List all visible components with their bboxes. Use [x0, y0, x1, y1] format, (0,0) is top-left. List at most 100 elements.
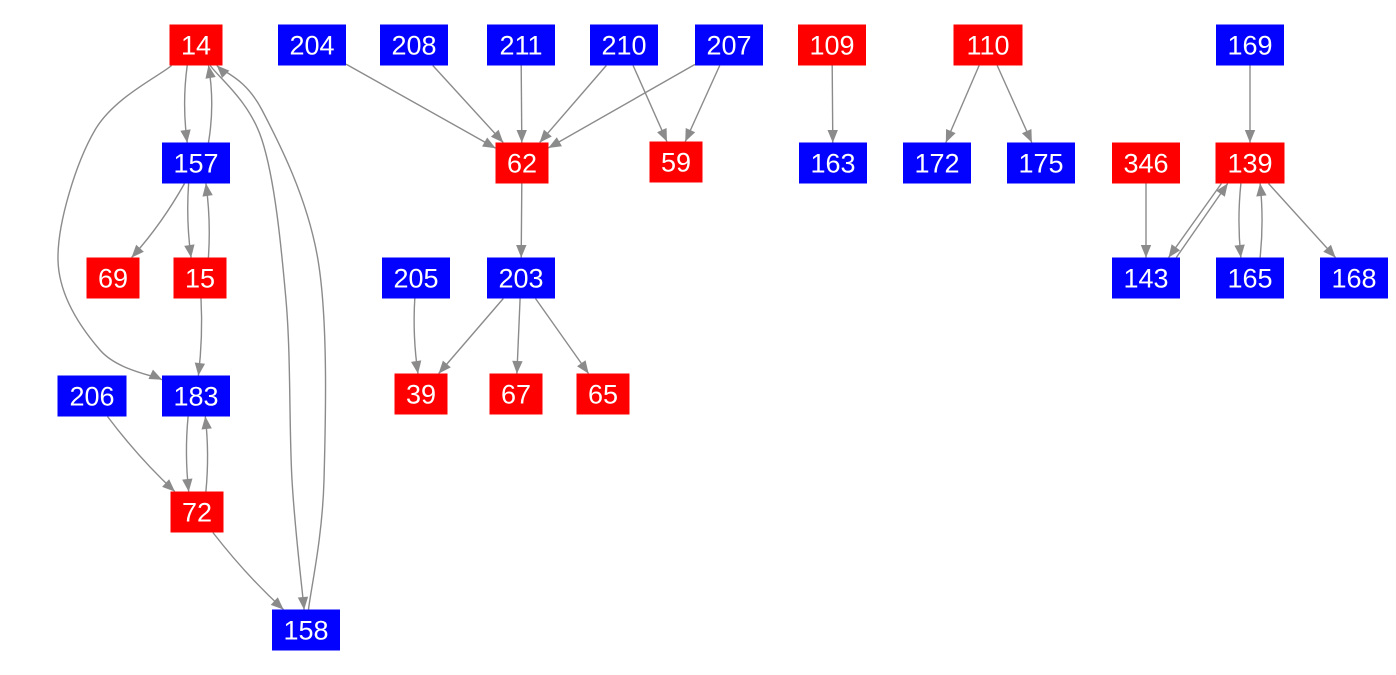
graph-node-15: 15 [173, 257, 227, 299]
edge-203-65 [534, 298, 590, 374]
node-box-208 [380, 24, 448, 66]
node-label-207: 207 [706, 31, 751, 61]
node-label-69: 69 [98, 264, 128, 294]
node-box-15 [173, 257, 227, 299]
edge-139-168 [1267, 183, 1337, 258]
graph-node-143: 143 [1112, 257, 1180, 299]
graph-node-172: 172 [903, 142, 971, 184]
graph-node-208: 208 [380, 24, 448, 66]
edge-109-163 [827, 65, 838, 143]
edge-139-165 [1234, 183, 1245, 258]
graph-node-203: 203 [487, 257, 555, 299]
edge-157-15 [184, 183, 195, 258]
edge-62-203 [516, 183, 527, 258]
edge-15-157 [202, 183, 213, 258]
node-label-210: 210 [601, 31, 646, 61]
node-label-205: 205 [393, 264, 438, 294]
edge-203-67 [512, 298, 523, 374]
graph-node-69: 69 [86, 257, 140, 299]
node-box-69 [86, 257, 140, 299]
node-box-204 [278, 24, 346, 66]
node-label-208: 208 [391, 31, 436, 61]
edge-15-183 [194, 298, 206, 376]
node-box-203 [487, 257, 555, 299]
node-label-59: 59 [661, 148, 691, 178]
node-label-72: 72 [182, 498, 212, 528]
node-label-62: 62 [507, 149, 537, 179]
graph-node-109: 109 [798, 24, 866, 66]
node-label-158: 158 [283, 616, 328, 646]
node-box-172 [903, 142, 971, 184]
edge-183-72 [182, 416, 193, 492]
graph-node-163: 163 [799, 142, 867, 184]
node-box-206 [57, 375, 127, 417]
node-label-157: 157 [173, 149, 218, 179]
graph-node-39: 39 [394, 373, 448, 415]
edge-158-14 [216, 64, 327, 610]
node-box-72 [170, 491, 224, 533]
node-box-165 [1216, 257, 1284, 299]
graph-node-158: 158 [272, 609, 340, 651]
node-label-346: 346 [1123, 149, 1168, 179]
node-box-14 [169, 24, 223, 66]
node-box-157 [162, 142, 230, 184]
node-label-175: 175 [1018, 149, 1063, 179]
node-label-172: 172 [914, 149, 959, 179]
node-label-211: 211 [499, 31, 542, 61]
edge-110-175 [996, 65, 1033, 143]
node-label-109: 109 [809, 31, 854, 61]
edge-207-62 [548, 63, 696, 149]
graph-node-110: 110 [953, 24, 1023, 66]
graph-node-67: 67 [489, 373, 543, 415]
edge-203-39 [438, 298, 504, 374]
edge-110-172 [945, 65, 980, 143]
graph-node-139: 139 [1215, 142, 1285, 184]
graph-node-14: 14 [169, 24, 223, 66]
edge-206-72 [106, 416, 176, 493]
node-label-165: 165 [1227, 264, 1272, 294]
graph-node-210: 210 [590, 24, 658, 66]
node-box-62 [495, 142, 549, 184]
graph-node-168: 168 [1320, 257, 1388, 299]
node-box-175 [1007, 142, 1075, 184]
node-box-163 [799, 142, 867, 184]
graph-node-169: 169 [1216, 24, 1284, 66]
node-label-203: 203 [498, 264, 543, 294]
edge-211-62 [516, 65, 527, 143]
edge-165-139 [1256, 183, 1267, 258]
node-label-169: 169 [1227, 31, 1272, 61]
edge-139-143 [1168, 183, 1222, 258]
node-label-206: 206 [69, 382, 114, 412]
node-box-139 [1215, 142, 1285, 184]
edge-14-157 [180, 65, 191, 143]
edge-207-59 [684, 65, 721, 142]
graph-node-205: 205 [382, 257, 450, 299]
node-label-168: 168 [1331, 264, 1376, 294]
node-label-163: 163 [810, 149, 855, 179]
edge-157-14 [205, 65, 216, 143]
edge-layer [57, 63, 1337, 611]
node-box-110 [953, 24, 1023, 66]
node-label-39: 39 [406, 380, 436, 410]
node-box-143 [1112, 257, 1180, 299]
edge-210-59 [632, 65, 668, 142]
node-box-211 [487, 24, 555, 66]
graph-node-211: 211 [487, 24, 555, 66]
node-box-205 [382, 257, 450, 299]
node-label-67: 67 [501, 380, 531, 410]
graph-node-72: 72 [170, 491, 224, 533]
edge-205-39 [411, 298, 422, 374]
node-label-65: 65 [588, 380, 618, 410]
graph-node-175: 175 [1007, 142, 1075, 184]
node-label-143: 143 [1123, 264, 1168, 294]
node-box-169 [1216, 24, 1284, 66]
graph-node-65: 65 [576, 373, 630, 415]
node-label-183: 183 [173, 382, 218, 412]
graph-node-165: 165 [1216, 257, 1284, 299]
graph-node-157: 157 [162, 142, 230, 184]
node-box-183 [162, 375, 230, 417]
edge-210-62 [539, 65, 607, 143]
